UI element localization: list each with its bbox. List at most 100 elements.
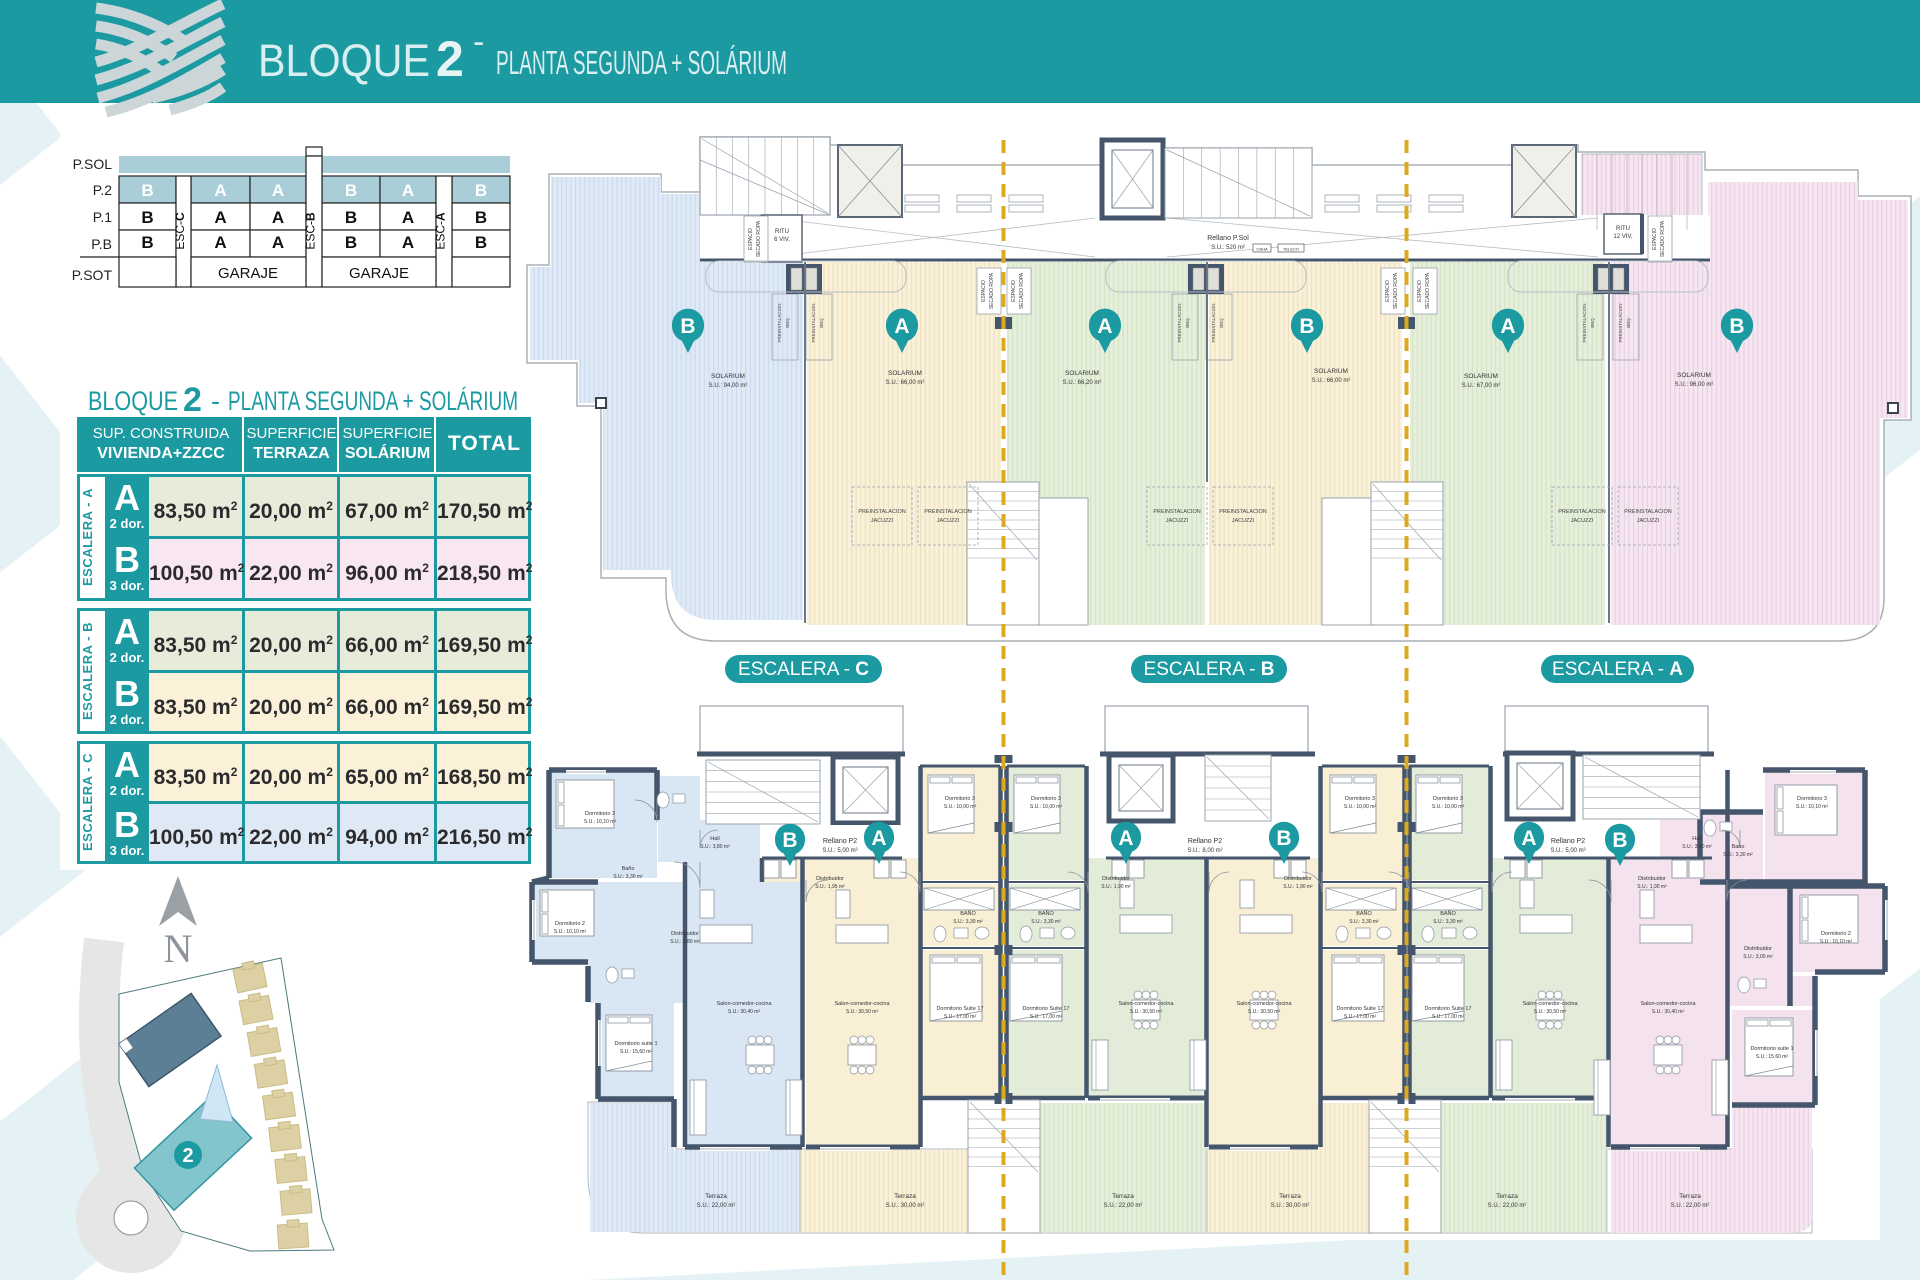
svg-text:JACUZZI: JACUZZI xyxy=(1637,518,1660,524)
svg-text:S.U.: 30,50 m²: S.U.: 30,50 m² xyxy=(1130,1009,1163,1015)
svg-text:S.U.: 8,00 m²: S.U.: 8,00 m² xyxy=(1187,848,1222,854)
svg-text:BBQ: BBQ xyxy=(1590,318,1595,328)
svg-text:BLOQUE: BLOQUE xyxy=(88,386,178,416)
svg-text:Distribuidor: Distribuidor xyxy=(1284,876,1312,882)
svg-text:ESPACIO: ESPACIO xyxy=(1652,228,1658,250)
svg-text:PREINSTALACION: PREINSTALACION xyxy=(1624,509,1672,515)
svg-text:P.B: P.B xyxy=(91,236,112,252)
svg-text:S.U.: 17,00 m²: S.U.: 17,00 m² xyxy=(944,1014,977,1020)
svg-text:ESPACIO: ESPACIO xyxy=(1011,280,1017,302)
svg-text:BLOQUE: BLOQUE xyxy=(258,35,430,86)
svg-text:A: A xyxy=(1097,315,1112,338)
svg-text:SOLARIUM: SOLARIUM xyxy=(1464,373,1498,380)
svg-text:S.U.: 10,00 m²: S.U.: 10,00 m² xyxy=(1432,804,1465,810)
svg-text:Hall: Hall xyxy=(710,836,719,842)
svg-text:S.U.: 3,30 m²: S.U.: 3,30 m² xyxy=(613,874,643,880)
svg-text:Rellano P2: Rellano P2 xyxy=(823,838,857,845)
svg-text:B: B xyxy=(1276,827,1291,850)
svg-text:2: 2 xyxy=(182,1145,193,1167)
svg-text:B: B xyxy=(345,181,357,200)
svg-text:P.2: P.2 xyxy=(93,182,112,198)
svg-text:S.U.: 15,60 m²: S.U.: 15,60 m² xyxy=(1756,1054,1789,1060)
svg-text:ESPACIO: ESPACIO xyxy=(1417,280,1423,302)
svg-text:B: B xyxy=(141,181,153,200)
svg-text:S.U.: 3,60 m²: S.U.: 3,60 m² xyxy=(1682,844,1712,850)
svg-text:ESPACIO: ESPACIO xyxy=(748,228,754,250)
svg-text:SECADO ROPA: SECADO ROPA xyxy=(989,272,995,309)
svg-text:12 VIV,: 12 VIV, xyxy=(1613,234,1632,240)
svg-text:-: - xyxy=(211,386,220,416)
svg-text:SECADO ROPA: SECADO ROPA xyxy=(1393,272,1399,309)
svg-text:A: A xyxy=(214,233,226,252)
svg-text:BAÑO: BAÑO xyxy=(1440,910,1456,917)
svg-text:ESCALERA - C: ESCALERA - C xyxy=(738,659,869,680)
svg-text:S.U.: 67,00 m²: S.U.: 67,00 m² xyxy=(1462,383,1501,389)
svg-text:P.SOL: P.SOL xyxy=(73,156,113,172)
svg-text:BAÑO: BAÑO xyxy=(1356,910,1372,917)
svg-text:Dormitorio 3: Dormitorio 3 xyxy=(1797,796,1827,802)
svg-text:PREINSTALACION: PREINSTALACION xyxy=(924,509,972,515)
svg-text:A: A xyxy=(1118,827,1133,850)
svg-text:S.U.: 17,00 m²: S.U.: 17,00 m² xyxy=(1030,1014,1063,1020)
svg-text:BAÑO: BAÑO xyxy=(960,910,976,917)
svg-text:JACUZZI: JACUZZI xyxy=(937,518,960,524)
svg-text:Dormitorio Suite 17: Dormitorio Suite 17 xyxy=(1022,1006,1069,1012)
svg-text:B: B xyxy=(1729,315,1744,338)
svg-text:PREINSTALACION: PREINSTALACION xyxy=(1153,509,1201,515)
svg-text:Distribuidor: Distribuidor xyxy=(1744,946,1772,952)
svg-text:S.U.: 3,30 m²: S.U.: 3,30 m² xyxy=(953,919,983,925)
svg-text:S.U.: 3,30 m²: S.U.: 3,30 m² xyxy=(1433,919,1463,925)
svg-text:A: A xyxy=(402,181,414,200)
svg-text:B: B xyxy=(141,208,153,227)
svg-text:S.U.: 17,00 m²: S.U.: 17,00 m² xyxy=(1432,1014,1465,1020)
svg-text:PREINSTALACION: PREINSTALACION xyxy=(1219,509,1267,515)
svg-text:S.U.: 30,40 m²: S.U.: 30,40 m² xyxy=(1652,1009,1685,1015)
svg-text:S.U.: 22,00 m²: S.U.: 22,00 m² xyxy=(1104,1203,1143,1209)
svg-text:Dormitorio suite 1: Dormitorio suite 1 xyxy=(1750,1046,1793,1052)
svg-text:S.U.: 10,00 m²: S.U.: 10,00 m² xyxy=(944,804,977,810)
svg-text:A: A xyxy=(402,233,414,252)
svg-text:Distribuidor: Distribuidor xyxy=(671,931,699,937)
svg-text:A: A xyxy=(272,233,284,252)
svg-text:Dormitorio Suite 17: Dormitorio Suite 17 xyxy=(1424,1006,1471,1012)
svg-text:Salon-comedor-cocina: Salon-comedor-cocina xyxy=(1640,1001,1696,1007)
svg-text:S.U.: 66,20 m²: S.U.: 66,20 m² xyxy=(1063,380,1102,386)
svg-text:JACUZZI: JACUZZI xyxy=(1232,518,1255,524)
svg-text:S.U.: 2,80 m²: S.U.: 2,80 m² xyxy=(670,939,700,945)
svg-text:Distribuidor: Distribuidor xyxy=(816,876,844,882)
svg-text:P.SOT: P.SOT xyxy=(72,267,113,283)
svg-text:A: A xyxy=(894,315,909,338)
svg-text:Dormitorio 3: Dormitorio 3 xyxy=(1345,796,1375,802)
svg-text:ESCALERA - B: ESCALERA - B xyxy=(1144,659,1275,680)
svg-text:ESC-C: ESC-C xyxy=(173,212,187,250)
svg-text:Distribuidor: Distribuidor xyxy=(1102,876,1130,882)
svg-text:Terraza: Terraza xyxy=(1496,1193,1518,1200)
svg-text:Dormitorio 3: Dormitorio 3 xyxy=(1031,796,1061,802)
svg-text:ESCALERA - A: ESCALERA - A xyxy=(1552,659,1683,680)
svg-text:OSHA: OSHA xyxy=(1256,247,1268,252)
svg-text:S.U.: 10,10 m²: S.U.: 10,10 m² xyxy=(554,929,587,935)
svg-text:S.U.: 5,00 m²: S.U.: 5,00 m² xyxy=(1550,848,1585,854)
svg-text:B: B xyxy=(345,208,357,227)
svg-text:Dormitorio Suite 17: Dormitorio Suite 17 xyxy=(936,1006,983,1012)
svg-text:Dormitorio 3: Dormitorio 3 xyxy=(585,811,615,817)
svg-text:PREINSTALACION: PREINSTALACION xyxy=(1211,304,1216,343)
svg-text:B: B xyxy=(680,315,695,338)
svg-text:S.U.: 66,00 m²: S.U.: 66,00 m² xyxy=(886,380,925,386)
svg-text:S.U.: 22,00 m²: S.U.: 22,00 m² xyxy=(697,1203,736,1209)
svg-text:Dormitorio 3: Dormitorio 3 xyxy=(1433,796,1463,802)
svg-text:Rellano P.Sol: Rellano P.Sol xyxy=(1207,235,1249,242)
svg-text:A: A xyxy=(272,181,284,200)
svg-text:S.U.: 3,30 m²: S.U.: 3,30 m² xyxy=(1031,919,1061,925)
svg-text:A: A xyxy=(1500,315,1515,338)
svg-text:Baño: Baño xyxy=(622,866,635,872)
svg-text:A: A xyxy=(871,827,886,850)
svg-text:JACUZZI: JACUZZI xyxy=(1571,518,1594,524)
svg-text:PLANTA SEGUNDA + SOLÁRIUM: PLANTA SEGUNDA + SOLÁRIUM xyxy=(228,386,518,416)
svg-text:Rellano P2: Rellano P2 xyxy=(1188,838,1222,845)
svg-text:Salon-comedor-cocina: Salon-comedor-cocina xyxy=(716,1001,772,1007)
svg-text:BBQ: BBQ xyxy=(1185,318,1190,328)
svg-text:Hall: Hall xyxy=(1692,836,1701,842)
svg-text:A: A xyxy=(1521,827,1536,850)
svg-text:2: 2 xyxy=(436,31,464,87)
